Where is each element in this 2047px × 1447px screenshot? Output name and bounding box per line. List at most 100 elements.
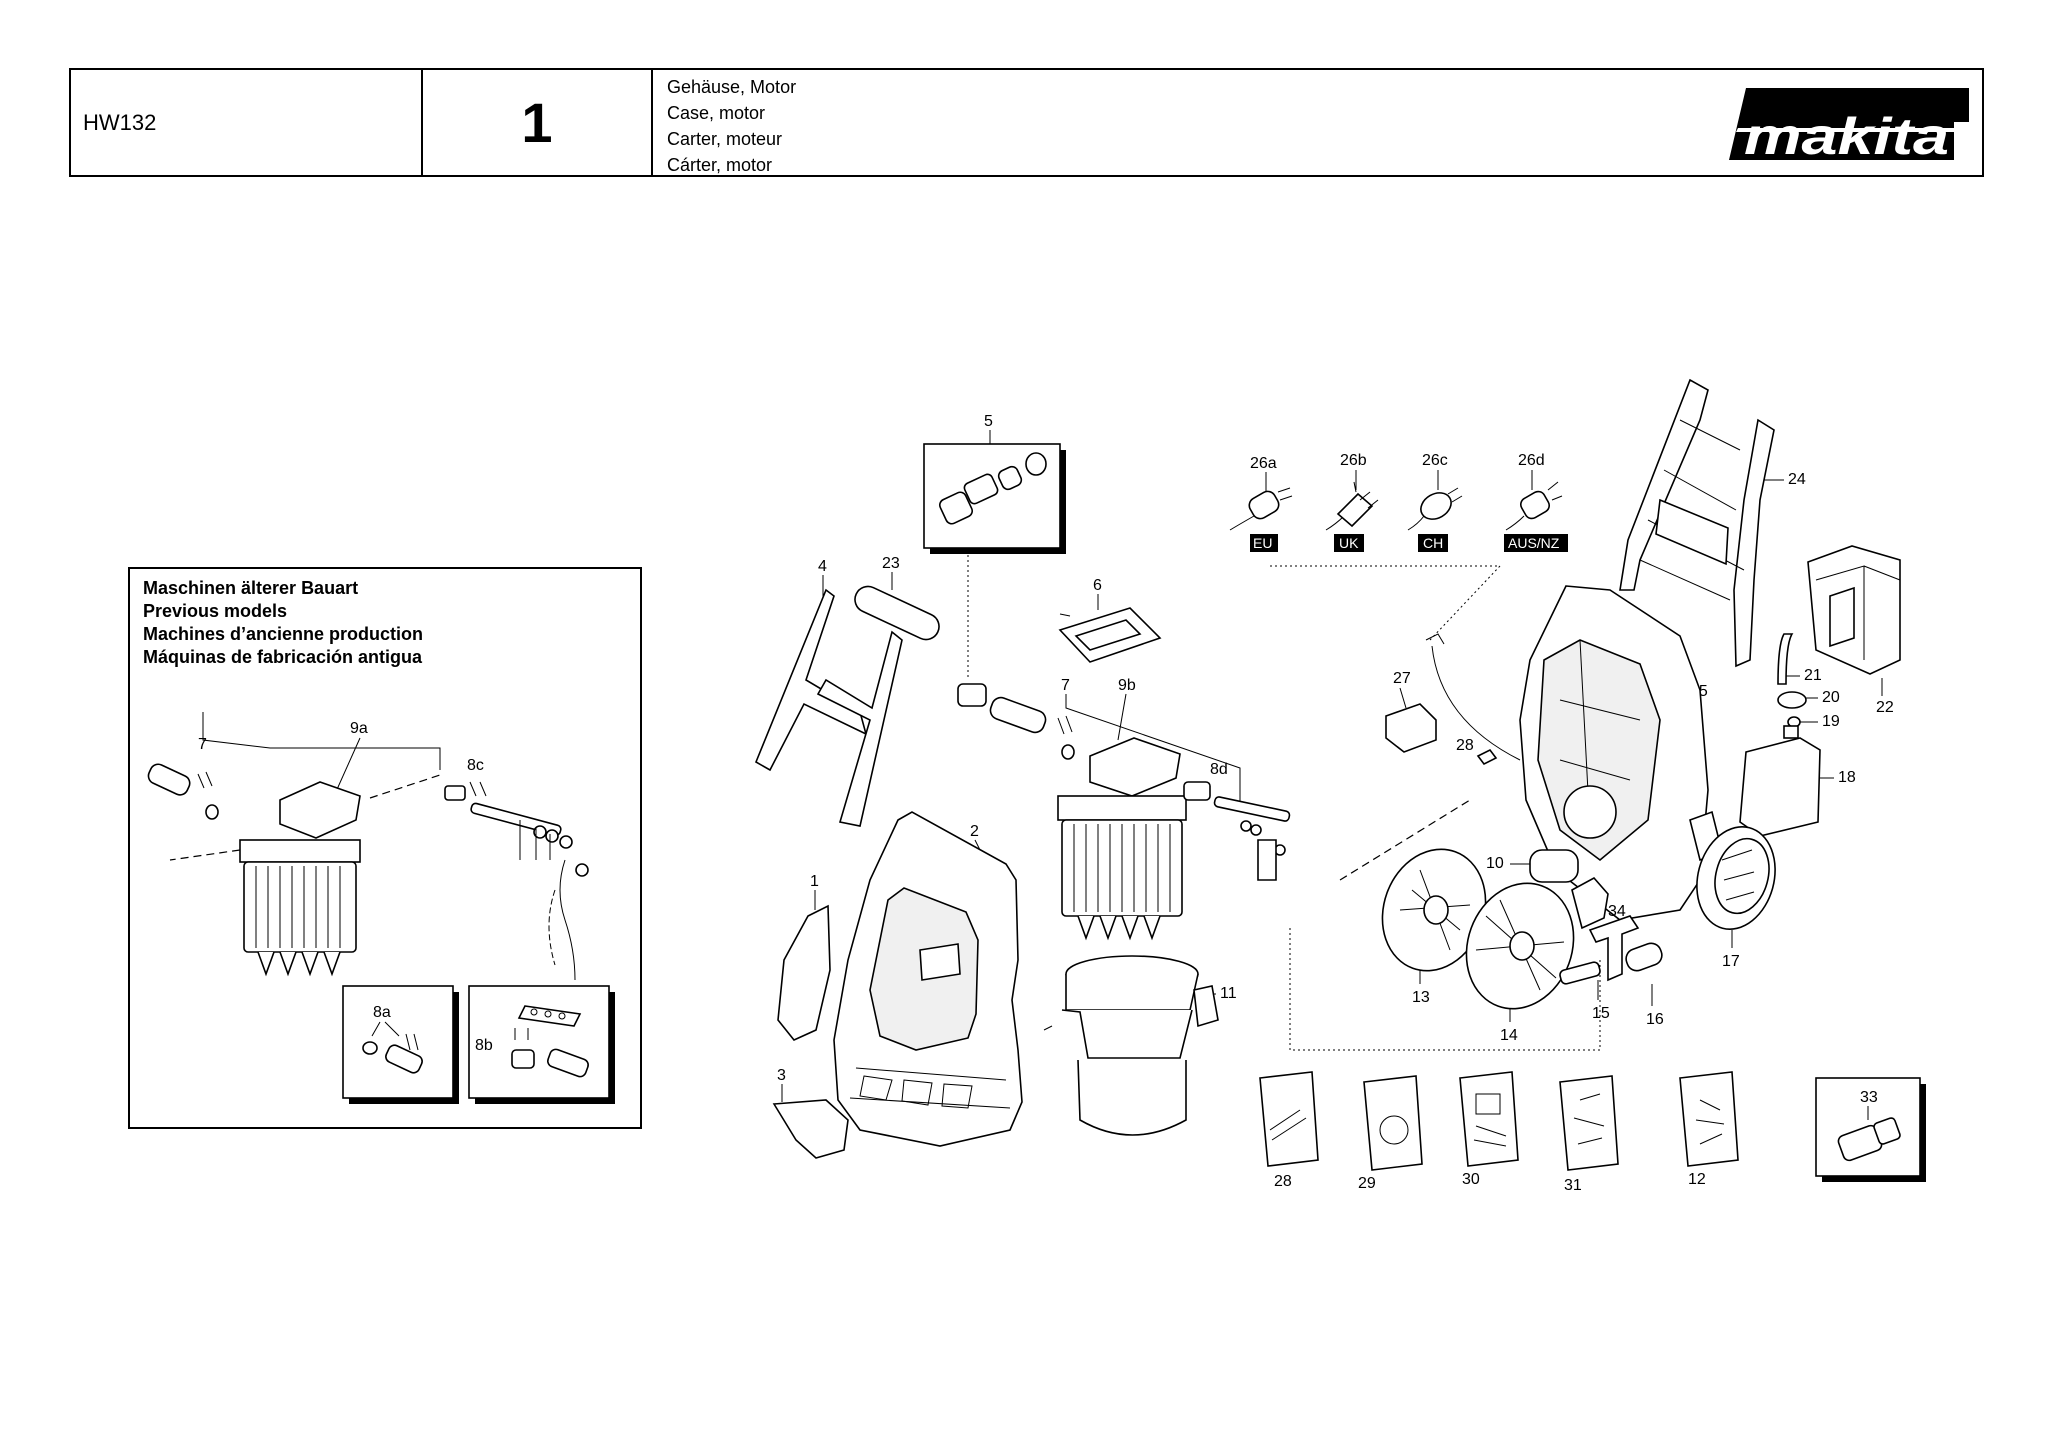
plug-eu-icon bbox=[1229, 487, 1293, 531]
page-number: 1 bbox=[423, 70, 653, 175]
title-en: Case, motor bbox=[667, 103, 766, 123]
part-11-tank: 11 bbox=[1043, 955, 1237, 1136]
part-23-grip: 23 bbox=[854, 555, 940, 641]
label-9b: 9b bbox=[1118, 677, 1136, 694]
part-25-main-body: 25 bbox=[1519, 585, 1723, 921]
title-es: Cárter, motor bbox=[667, 155, 773, 175]
label-26d: 26d bbox=[1518, 452, 1545, 469]
inset-box-8a: 8a bbox=[342, 985, 459, 1104]
tag-ch-text: CH bbox=[1423, 535, 1443, 551]
part-1-side-cover: 1 bbox=[777, 873, 831, 1041]
label-31: 30 bbox=[1462, 1171, 1480, 1188]
label-8c: 8c bbox=[467, 757, 484, 774]
bag-12: 12 bbox=[1679, 1071, 1739, 1188]
label-24: 24 bbox=[1788, 471, 1806, 488]
previous-models-inset: Maschinen älterer Bauart Previous models… bbox=[128, 567, 642, 1129]
label-4: 4 bbox=[818, 558, 827, 575]
label-13: 13 bbox=[1412, 989, 1430, 1006]
label-21: 21 bbox=[1804, 667, 1822, 684]
plug-aus-nz-icon bbox=[1505, 481, 1563, 531]
label-28: 28 bbox=[1456, 737, 1474, 754]
tag-uk bbox=[1334, 534, 1364, 552]
part-4-handle-frame: 4 bbox=[754, 558, 903, 827]
label-22: 22 bbox=[1876, 699, 1894, 716]
part-24-frame: 24 bbox=[1619, 378, 1806, 668]
label-7: 7 bbox=[1061, 677, 1070, 694]
label-10: 10 bbox=[1486, 855, 1504, 872]
parts-27-28: 27 28 bbox=[1339, 633, 1521, 881]
parts-13-14-wheels: 13 14 bbox=[1289, 848, 1601, 1051]
label-29: 28 bbox=[1274, 1173, 1292, 1190]
inset-box-8b: 8b bbox=[468, 985, 615, 1104]
bag-30: 29 bbox=[1358, 1075, 1423, 1192]
section-titles: Gehäuse, Motor Case, motor Carter, moteu… bbox=[653, 70, 1982, 175]
label-5: 5 bbox=[984, 413, 993, 430]
svg-text:makita: makita bbox=[1744, 108, 1949, 166]
inset-fitting-7 bbox=[147, 763, 219, 820]
part-3-cap: 3 bbox=[772, 1067, 849, 1159]
label-6: 6 bbox=[1093, 577, 1102, 594]
label-26c: 26c bbox=[1422, 452, 1448, 469]
bag-31: 30 bbox=[1459, 1071, 1519, 1188]
part-22-bracket: 22 bbox=[1807, 545, 1901, 716]
label-17: 17 bbox=[1722, 953, 1740, 970]
label-15: 15 bbox=[1592, 1005, 1610, 1022]
label-7-inset: 7 bbox=[198, 736, 207, 753]
label-1: 1 bbox=[810, 873, 819, 890]
inset-motor-9a bbox=[169, 781, 361, 977]
part-5-connector-box: 5 bbox=[923, 413, 1066, 680]
plug-variants: 26a 26b 26c 26d EU UK bbox=[1229, 452, 1568, 641]
inset-assembly-8c bbox=[369, 774, 589, 981]
label-30: 29 bbox=[1358, 1175, 1376, 1192]
bag-29: 28 bbox=[1259, 1071, 1319, 1190]
label-26a: 26a bbox=[1250, 455, 1277, 472]
title-fr: Carter, moteur bbox=[667, 129, 783, 149]
tag-aus-nz-text: AUS/NZ bbox=[1508, 535, 1560, 551]
label-32: 31 bbox=[1564, 1177, 1582, 1194]
label-20: 20 bbox=[1822, 689, 1840, 706]
inset-title-de: Maschinen älterer Bauart bbox=[143, 578, 358, 598]
part-2-housing: 2 bbox=[833, 811, 1023, 1147]
label-33: 33 bbox=[1860, 1089, 1878, 1106]
label-8b: 8b bbox=[475, 1037, 493, 1054]
part-33-box: 33 bbox=[1815, 1077, 1926, 1182]
label-19: 19 bbox=[1822, 713, 1840, 730]
inset-title-en: Previous models bbox=[143, 601, 287, 621]
inset-title-fr: Machines d’ancienne production bbox=[143, 624, 423, 644]
label-27: 27 bbox=[1393, 670, 1411, 687]
makita-logo: makita bbox=[1729, 88, 1969, 166]
plug-ch-icon bbox=[1407, 487, 1463, 531]
tag-uk-text: UK bbox=[1339, 535, 1359, 551]
parts-15-16-crank: 15 16 bbox=[1559, 915, 1664, 1028]
part-9b-motor: 7 9b 8d bbox=[957, 677, 1291, 941]
part-17-reel-cap: 17 bbox=[1696, 826, 1776, 970]
label-8d: 8d bbox=[1210, 761, 1228, 778]
title-de: Gehäuse, Motor bbox=[667, 77, 797, 97]
label-18: 18 bbox=[1838, 769, 1856, 786]
label-16: 16 bbox=[1646, 1011, 1664, 1028]
tag-aus-nz bbox=[1504, 534, 1568, 552]
bag-32: 31 bbox=[1559, 1075, 1619, 1194]
label-9a: 9a bbox=[350, 720, 368, 737]
part-6-switch: 6 bbox=[1058, 577, 1162, 663]
label-12: 12 bbox=[1688, 1171, 1706, 1188]
label-26b: 26b bbox=[1340, 452, 1367, 469]
label-8a: 8a bbox=[373, 1004, 391, 1021]
part-18-detergent-tank: 18 bbox=[1739, 725, 1856, 837]
inset-title-es: Máquinas de fabricación antigua bbox=[143, 647, 423, 667]
tag-eu bbox=[1250, 534, 1278, 552]
title-block: HW132 1 Gehäuse, Motor Case, motor Carte… bbox=[69, 68, 1984, 177]
parts-10-34: 10 34 bbox=[1486, 849, 1626, 930]
tag-ch bbox=[1418, 534, 1448, 552]
plug-uk-icon bbox=[1325, 481, 1379, 531]
label-34: 34 bbox=[1608, 903, 1626, 920]
accessory-bags: 28 29 30 31 12 bbox=[1259, 1071, 1739, 1194]
parts-19-20-21: 21 20 19 bbox=[1777, 633, 1840, 730]
tag-eu-text: EU bbox=[1253, 535, 1272, 551]
label-11: 11 bbox=[1220, 985, 1237, 1002]
label-3: 3 bbox=[777, 1067, 786, 1084]
label-2: 2 bbox=[970, 823, 979, 840]
model-number: HW132 bbox=[71, 70, 423, 175]
label-14: 14 bbox=[1500, 1027, 1518, 1044]
